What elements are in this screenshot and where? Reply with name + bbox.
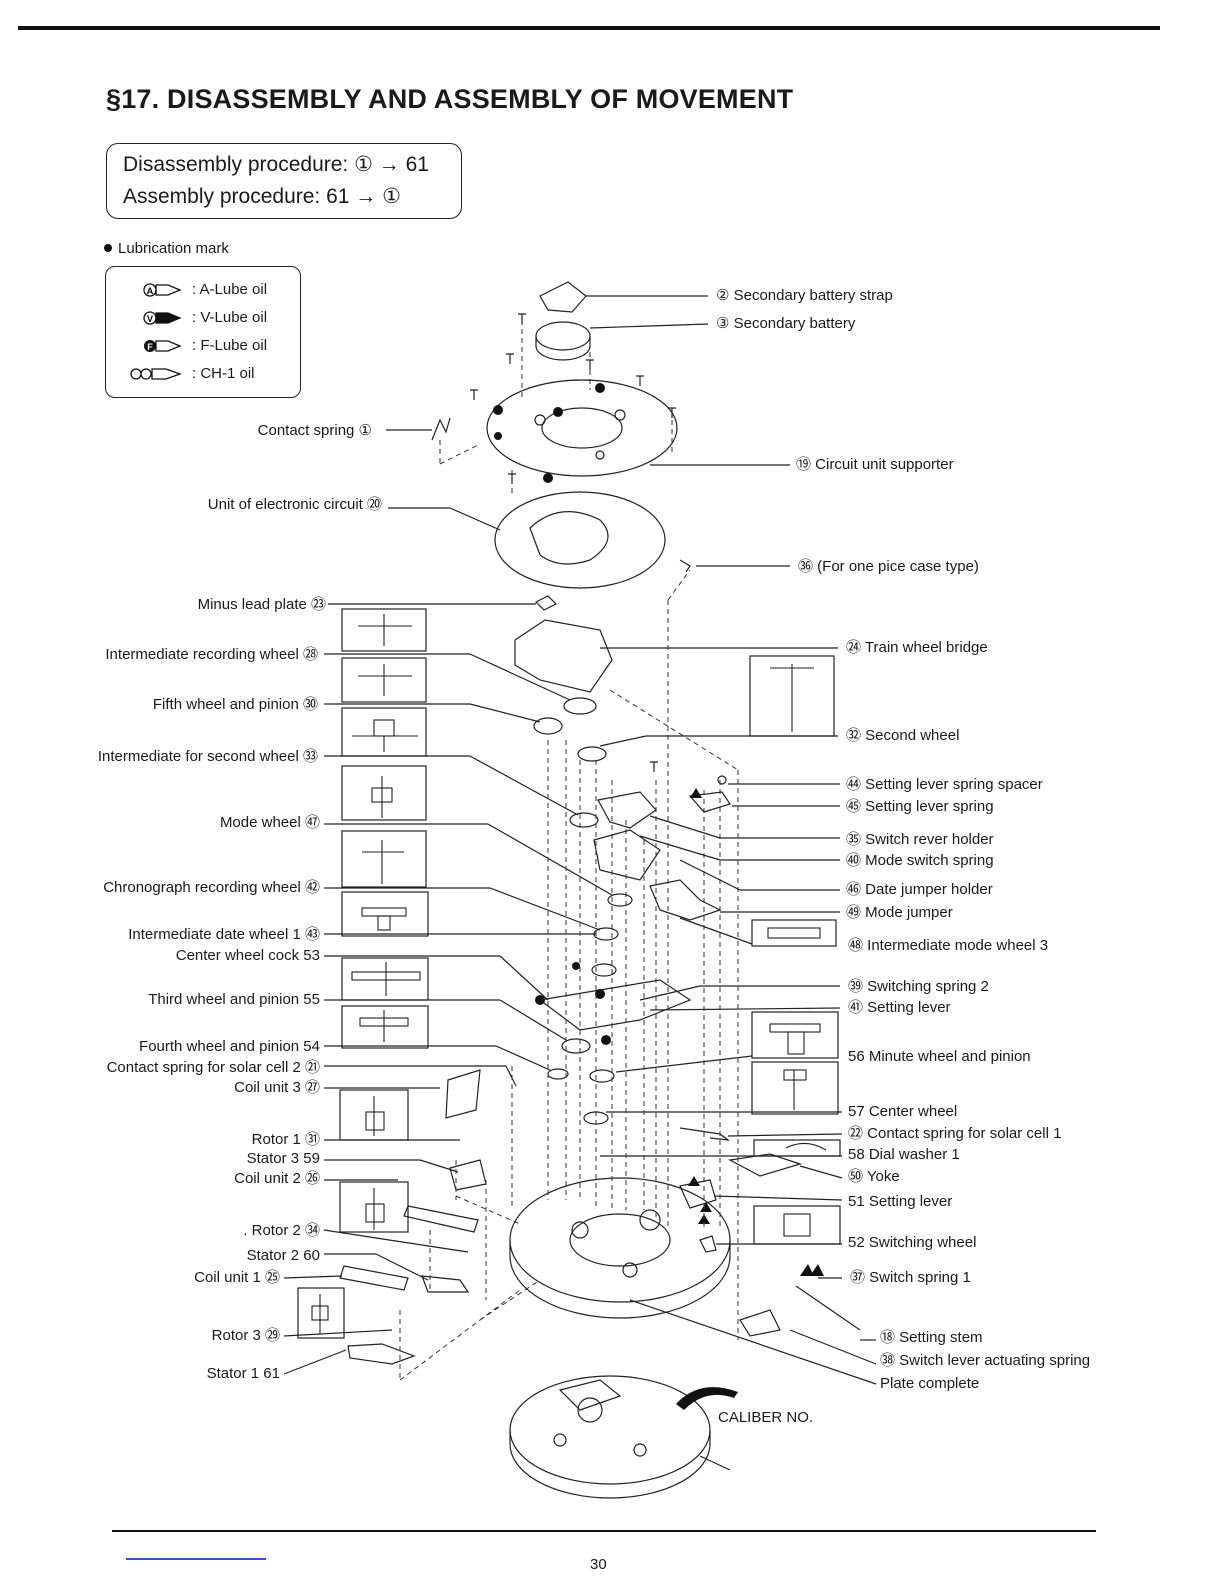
lube-label-ch: : CH-1 oil (192, 365, 255, 382)
bullet-icon (104, 244, 112, 252)
label-contact-spring-solar-1: ㉒ Contact spring for solar cell 1 (848, 1125, 1062, 1142)
label-switch-lever-actuating-spring: ㊳ Switch lever actuating spring (880, 1352, 1091, 1369)
label-minute-wheel: 56 Minute wheel and pinion (848, 1048, 1031, 1065)
label-switching-spring-2: ㊴ Switching spring 2 (848, 978, 989, 995)
lube-label-f: : F-Lube oil (192, 337, 268, 354)
label-mode-switch-spring: ㊵ Mode switch spring (846, 852, 994, 869)
label-rotor-1: Rotor 1 ㉛ (251, 1131, 320, 1148)
label-minus-lead-plate: Minus lead plate ㉓ (197, 596, 326, 613)
ch-1-oil-icon (130, 368, 182, 380)
v-lube-oil-icon: V (143, 311, 182, 325)
label-center-wheel: 57 Center wheel (848, 1103, 958, 1120)
label-setting-lever-spring-spacer: ㊹ Setting lever spring spacer (846, 776, 1043, 793)
coil-unit-2-part (403, 1205, 479, 1233)
label-contact-spring: Contact spring ① (257, 422, 372, 439)
label-fourth-wheel: Fourth wheel and pinion 54 (139, 1038, 320, 1055)
train-wheel-bridge-part (514, 619, 613, 693)
label-coil-unit-1: Coil unit 1 ㉕ (194, 1269, 280, 1286)
label-rotor-2: . Rotor 2 ㉞ (243, 1222, 320, 1239)
label-intermediate-recording-wheel: Intermediate recording wheel ㉘ (105, 646, 318, 663)
svg-text:F: F (147, 342, 153, 352)
assembly-procedure: Assembly procedure: 61 → ① (123, 185, 401, 208)
label-stator-1: Stator 1 61 (206, 1365, 280, 1382)
caliber-arrow-icon (676, 1387, 738, 1410)
label-chronograph-recording-wheel: Chronograph recording wheel ㊷ (103, 879, 320, 896)
label-train-wheel-bridge: ㉔ Train wheel bridge (846, 639, 988, 656)
f-lube-oil-icon: F (144, 340, 182, 352)
plate-complete-part (509, 1177, 731, 1303)
label-switching-wheel: 52 Switching wheel (848, 1234, 977, 1251)
label-setting-stem: ⑱ Setting stem (880, 1329, 983, 1346)
contact-spring-part (431, 417, 451, 441)
label-mode-wheel: Mode wheel ㊼ (219, 814, 320, 831)
label-date-jumper-holder: ㊻ Date jumper holder (846, 881, 993, 898)
caliber-plate-part (509, 1375, 711, 1485)
label-setting-lever-spring: ㊺ Setting lever spring (846, 798, 994, 815)
label-second-wheel: ㉜ Second wheel (846, 727, 960, 744)
label-setting-lever-41: ㊶ Setting lever (848, 999, 951, 1016)
top-rule (18, 26, 1160, 30)
coil-unit-1-part (339, 1265, 409, 1291)
label-fifth-wheel: Fifth wheel and pinion ㉚ (152, 696, 318, 713)
lube-label-a: : A-Lube oil (192, 281, 268, 298)
battery-strap-part (539, 281, 587, 313)
disassembly-procedure: Disassembly procedure: ① → 61 (123, 153, 429, 176)
label-plate-complete: Plate complete (880, 1375, 980, 1392)
svg-text:V: V (147, 314, 153, 324)
label-intermediate-second-wheel: Intermediate for second wheel ㉝ (97, 748, 318, 765)
label-third-wheel: Third wheel and pinion 55 (148, 991, 320, 1008)
label-yoke: ㊿ Yoke (848, 1168, 900, 1185)
a-lube-oil-icon: A (143, 283, 182, 297)
label-contact-spring-solar-2: Contact spring for solar cell 2 ㉑ (106, 1059, 320, 1076)
label-stator-3: Stator 3 59 (246, 1150, 320, 1167)
lubrication-title: Lubrication mark (104, 240, 229, 257)
label-switch-rever-holder: ㉟ Switch rever holder (846, 831, 994, 848)
minus-lead-plate-part (534, 595, 558, 611)
page-number: 30 (590, 1556, 607, 1573)
label-dial-washer: 58 Dial washer 1 (848, 1146, 960, 1163)
footer-link-underline (126, 1558, 266, 1560)
lubrication-title-text: Lubrication mark (118, 240, 229, 257)
label-mode-jumper: ㊾ Mode jumper (846, 904, 953, 921)
coil-unit-3-part (445, 1069, 481, 1119)
lube-label-v: : V-Lube oil (192, 309, 268, 326)
label-intermediate-mode-wheel-3: ㊽ Intermediate mode wheel 3 (848, 937, 1049, 954)
circuit-supporter-part (486, 379, 678, 477)
label-stator-2: Stator 2 60 (246, 1247, 320, 1264)
label-secondary-battery: ③ Secondary battery (716, 315, 856, 332)
bottom-rule (112, 1530, 1096, 1532)
label-coil-unit-2: Coil unit 2 ㉖ (234, 1170, 320, 1187)
label-caliber-no: CALIBER NO. (718, 1409, 814, 1426)
label-setting-lever-51: 51 Setting lever (848, 1193, 953, 1210)
label-intermediate-date-wheel: Intermediate date wheel 1 ㊸ (128, 926, 320, 943)
svg-text:A: A (147, 286, 154, 296)
label-center-wheel-cock: Center wheel cock 53 (175, 947, 320, 964)
procedure-box: Disassembly procedure: ① → 61 Assembly p… (106, 143, 462, 219)
label-coil-unit-3: Coil unit 3 ㉗ (234, 1079, 320, 1096)
label-electronic-circuit: Unit of electronic circuit ⑳ (207, 496, 382, 513)
lubrication-legend: A : A-Lube oil V : V-Lube oil F : F-Lube… (105, 266, 301, 398)
battery-part (535, 321, 591, 351)
label-rotor-3: Rotor 3 ㉙ (211, 1327, 280, 1344)
spring-36-part (679, 559, 691, 573)
label-one-piece-case: ㊱ (For one pice case type) (798, 558, 979, 575)
label-switch-spring-1: ㊲ Switch spring 1 (850, 1269, 971, 1286)
page-title: §17. DISASSEMBLY AND ASSEMBLY OF MOVEMEN… (106, 84, 794, 114)
label-circuit-unit-supporter: ⑲ Circuit unit supporter (796, 456, 954, 473)
label-secondary-battery-strap: ② Secondary battery strap (716, 287, 893, 304)
circuit-unit-part (494, 491, 666, 589)
